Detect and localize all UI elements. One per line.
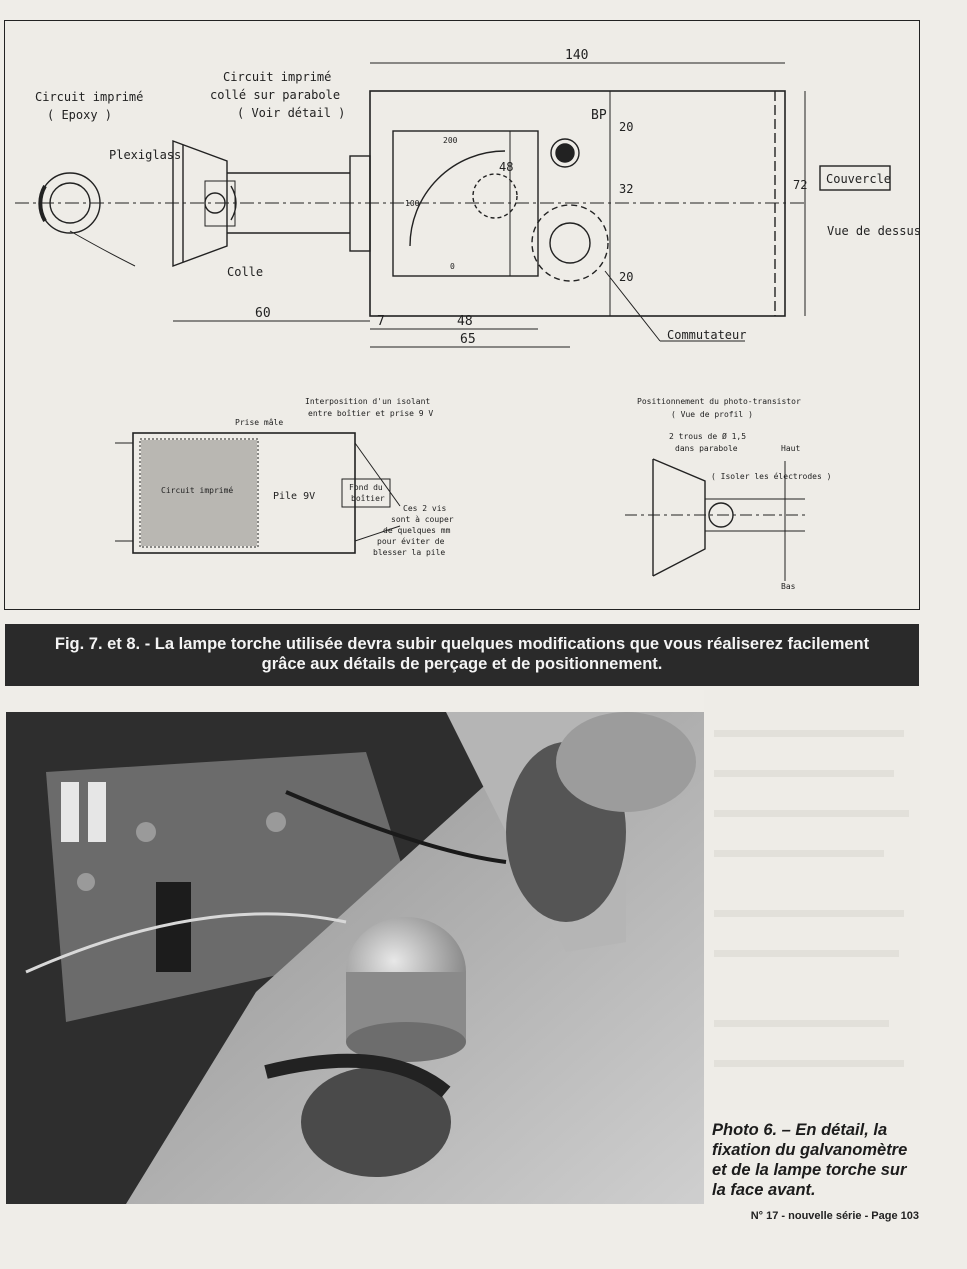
dim-48-vertical: 48: [499, 160, 513, 174]
label-vue-dessus: Vue de dessus: [827, 224, 921, 238]
label-position-2: ( Vue de profil ): [671, 410, 753, 419]
label-circuit-imprime: Circuit imprimé: [161, 485, 233, 495]
commutator: [301, 1067, 451, 1177]
faint-text-line: [714, 910, 904, 917]
faint-text-line: [714, 950, 899, 957]
label-couvercle: Couvercle: [826, 172, 891, 186]
faint-text-line: [714, 730, 904, 737]
label-fond-2: boîtier: [351, 494, 385, 503]
photo-caption-line-3: et de la lampe torche sur: [712, 1161, 907, 1179]
label-pile: Pile 9V: [273, 491, 315, 502]
label-epoxy: ( Epoxy ): [47, 108, 112, 122]
photo-caption: Photo 6. – En détail, la fixation du gal…: [712, 1120, 917, 1200]
scale-200: 200: [443, 136, 458, 145]
label-vis-5: blesser la pile: [373, 548, 445, 557]
faint-text-line: [714, 850, 884, 857]
label-isoler: ( Isoler les électrodes ): [711, 471, 831, 481]
label-interposition-1: Interposition d'un isolant: [305, 397, 430, 406]
page-footer: N° 17 - nouvelle série - Page 103: [750, 1210, 919, 1222]
label-plexiglass: Plexiglass: [109, 148, 181, 162]
photo-caption-line-4: la face avant.: [712, 1181, 816, 1199]
dim-60: 60: [255, 306, 271, 321]
circuit-board-fill: [141, 440, 257, 546]
label-position-1: Positionnement du photo-transistor: [637, 397, 801, 406]
label-trous-2: dans parabole: [675, 444, 738, 453]
dim-20-top: 20: [619, 120, 633, 134]
label-fond-1: Fond du: [349, 483, 383, 492]
dim-65: 65: [460, 332, 476, 347]
label-colle: Colle: [227, 265, 263, 279]
label-trous-1: 2 trous de Ø 1,5: [669, 431, 746, 441]
label-haut: Haut: [781, 444, 800, 453]
dim-20-bottom: 20: [619, 270, 633, 284]
dim-48-horizontal: 48: [457, 314, 473, 329]
label-vis-4: pour éviter de: [377, 536, 445, 546]
dim-32: 32: [619, 182, 633, 196]
photo-illustration: [6, 712, 704, 1204]
label-interposition-2: entre boîtier et prise 9 V: [308, 409, 433, 418]
label-vis-2: sont à couper: [391, 515, 454, 524]
label-bas: Bas: [781, 582, 796, 591]
label-voir-detail: ( Voir détail ): [237, 106, 345, 120]
faint-text-line: [714, 1020, 889, 1027]
label-prise-male: Prise mâle: [235, 418, 283, 427]
photo-caption-line-2: fixation du galvanomètre: [712, 1141, 908, 1159]
figure-caption-line-2: grâce aux détails de perçage et de posit…: [261, 655, 663, 673]
background-article-area: [704, 690, 920, 1110]
drawing-canvas: Circuit imprimé ( Epoxy ) Circuit imprim…: [15, 48, 921, 591]
figure-caption-line-1: Fig. 7. et 8. - La lampe torche utilisée…: [54, 635, 870, 653]
label-vis-1: Ces 2 vis: [403, 504, 447, 513]
dim-7: 7: [377, 314, 385, 329]
label-circuit-colle: Circuit imprimé: [223, 70, 331, 84]
label-bp: BP: [591, 108, 607, 123]
label-colle-parabole: collé sur parabole: [210, 88, 340, 102]
label-commutateur: Commutateur: [667, 328, 746, 342]
scale-0: 0: [450, 262, 455, 271]
scale-100: 100: [405, 199, 420, 208]
label-circuit-epoxy: Circuit imprimé: [35, 90, 143, 104]
faint-text-line: [714, 810, 909, 817]
dim-72: 72: [793, 178, 807, 192]
faint-text-line: [714, 770, 894, 777]
photo-6: [6, 712, 704, 1204]
photo-caption-line-1: Photo 6. – En détail, la: [712, 1121, 888, 1139]
faint-text-line: [714, 1060, 904, 1067]
dim-140: 140: [565, 48, 588, 63]
label-vis-3: de quelques mm: [383, 526, 451, 535]
figure-caption: Fig. 7. et 8. - La lampe torche utilisée…: [5, 624, 919, 686]
technical-drawing: Circuit imprimé ( Epoxy ) Circuit imprim…: [4, 20, 921, 610]
